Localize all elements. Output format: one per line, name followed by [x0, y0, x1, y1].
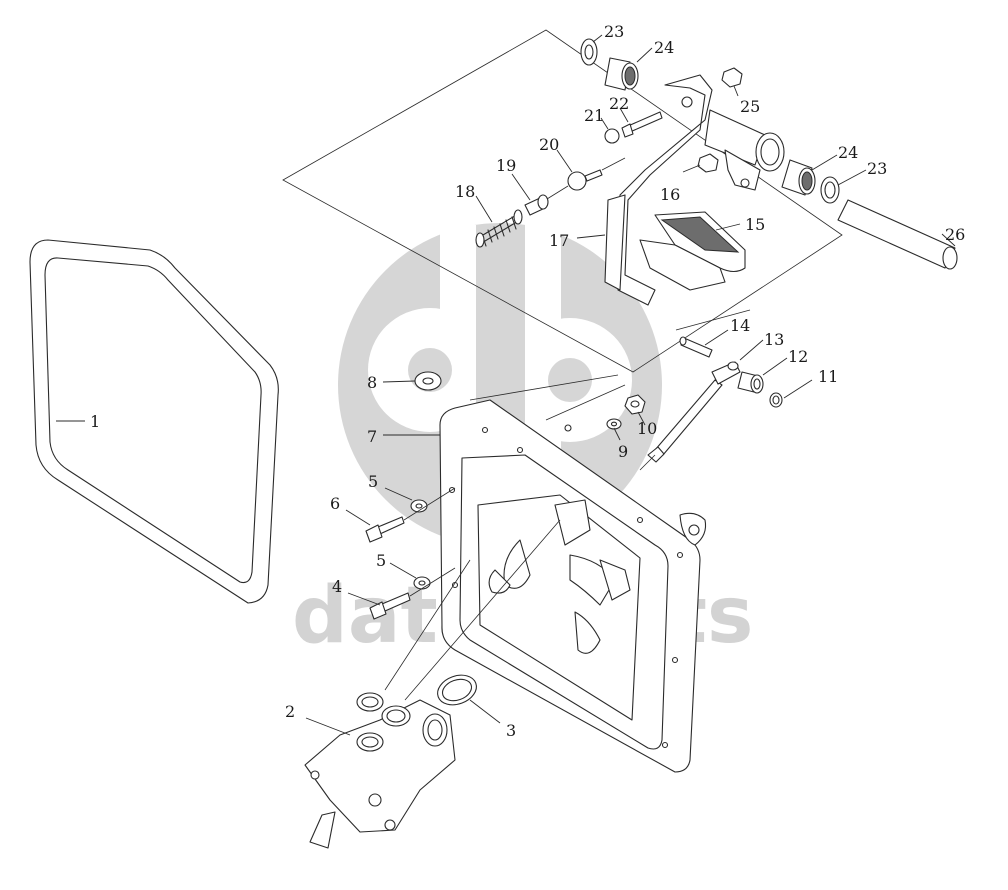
- pump-body-part-2: [304, 692, 456, 849]
- callout-16: 16: [660, 185, 680, 204]
- callout-23-top: 23: [604, 22, 624, 41]
- assembly-outline-upper: [282, 29, 843, 373]
- callout-1: 1: [90, 412, 100, 431]
- callout-23-right: 23: [867, 159, 887, 178]
- assembly-outline-link: [675, 309, 751, 331]
- pump-axis-lines: [384, 519, 561, 701]
- pin-part-14: [679, 336, 713, 358]
- nut-part-10: [624, 394, 646, 415]
- washer-part-23-right: [820, 176, 840, 204]
- callout-24-top: 24: [654, 38, 674, 57]
- callout-4: 4: [332, 577, 342, 596]
- callout-19: 19: [496, 156, 516, 175]
- callout-5-upper: 5: [368, 472, 378, 491]
- callout-18: 18: [455, 182, 475, 201]
- washer-part-5-lower: [413, 576, 431, 590]
- leader-lines: [56, 34, 956, 736]
- callout-15: 15: [745, 215, 765, 234]
- bolt-part-6: [365, 516, 405, 543]
- o-ring-part-3: [437, 674, 477, 706]
- pedal-pad-part-15: [639, 211, 746, 291]
- spring-part-18: [475, 209, 523, 248]
- pivot-shaft-part-26: [837, 199, 958, 270]
- pedal-lever-part-17: [604, 74, 713, 306]
- bearing-part-24-right: [781, 159, 816, 196]
- bushing-part-12: [737, 371, 764, 394]
- callout-8: 8: [367, 373, 377, 392]
- gasket-part-1: [29, 239, 279, 604]
- callout-26: 26: [945, 225, 965, 244]
- clip-part-11: [769, 392, 783, 408]
- callout-11: 11: [818, 367, 838, 386]
- callout-6: 6: [330, 494, 340, 513]
- washer-part-8: [414, 371, 442, 391]
- adjuster-rod-part-13: [647, 361, 741, 463]
- bolt-part-22: [621, 111, 663, 138]
- pedal-shaft-housing: [704, 109, 785, 191]
- callout-14: 14: [730, 316, 750, 335]
- callout-12: 12: [788, 347, 808, 366]
- nut-part-16: [697, 153, 719, 173]
- washer-part-5-upper: [410, 499, 428, 513]
- callout-5-lower: 5: [376, 551, 386, 570]
- callout-22: 22: [609, 94, 629, 113]
- callout-9: 9: [618, 442, 628, 461]
- spring-axis-line: [546, 157, 626, 200]
- callout-10: 10: [637, 419, 657, 438]
- ball-part-21: [604, 128, 620, 144]
- washer-part-9: [606, 418, 622, 430]
- bolt-part-4: [369, 592, 411, 620]
- callout-7: 7: [367, 427, 377, 446]
- assembly-outline-mid: [469, 374, 626, 421]
- bolt-axis-lines: [403, 487, 456, 597]
- ball-joint-part-20: [567, 169, 603, 191]
- watermark-logo: [338, 215, 662, 547]
- bearing-part-24-top: [604, 57, 639, 91]
- callout-2: 2: [285, 702, 295, 721]
- callout-13: 13: [764, 330, 784, 349]
- callout-17: 17: [549, 231, 569, 250]
- bushing-part-19: [524, 194, 549, 216]
- rod-axis-line: [639, 454, 656, 471]
- callout-3: 3: [506, 721, 516, 740]
- washer-part-23-top: [580, 38, 598, 66]
- callout-20: 20: [539, 135, 559, 154]
- housing-plate-part-7: [439, 399, 707, 773]
- callout-24-right: 24: [838, 143, 858, 162]
- callout-25: 25: [740, 97, 760, 116]
- callout-21: 21: [584, 106, 604, 125]
- nut-part-25: [721, 67, 743, 88]
